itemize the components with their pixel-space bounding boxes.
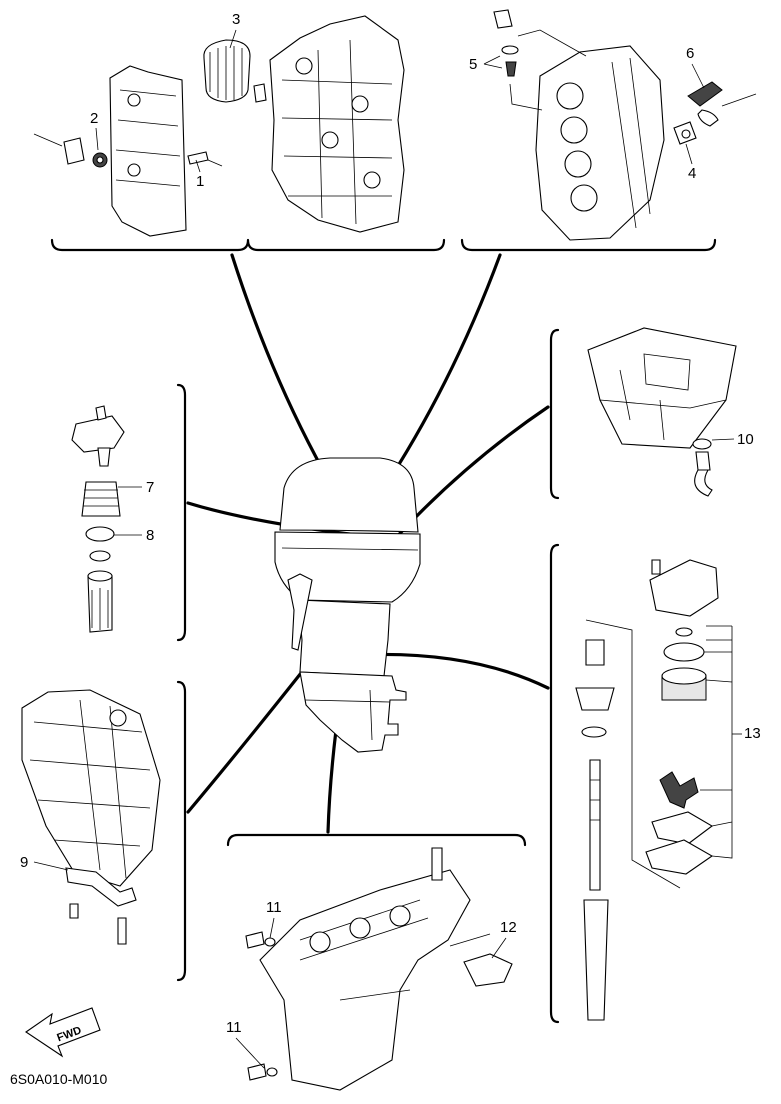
cylinder-head (535, 45, 665, 241)
top-cowling (279, 457, 419, 533)
callout-4: 4 (688, 165, 696, 182)
bracket-crankcase (50, 238, 446, 252)
callout-3: 3 (232, 11, 240, 28)
bracket-lower-case (226, 833, 527, 847)
bracket-oil-pan (549, 328, 560, 500)
anode-part (187, 151, 209, 165)
bracket-fuel-filter (176, 383, 187, 642)
cylinder-block (269, 15, 405, 233)
bracket-water-pump (549, 543, 560, 1024)
outer-plate-part (651, 811, 713, 845)
cylinder-head-group (493, 9, 757, 241)
callout-13: 13 (744, 725, 761, 742)
lower-casing (299, 671, 407, 753)
callout-1: 1 (196, 173, 204, 190)
water-pump-group (575, 559, 733, 1021)
spark-plug-part (687, 81, 723, 107)
trim-tab-anode-part (463, 953, 513, 987)
upper-casing (297, 599, 391, 677)
oil-pan-group (587, 327, 737, 497)
screw-part-lower (247, 1063, 267, 1081)
callout-7: 7 (146, 479, 154, 496)
oil-filter-part (203, 39, 251, 103)
fuel-filter-group (71, 405, 125, 633)
callout-12: 12 (500, 919, 517, 936)
swivel-bracket-group (21, 689, 161, 945)
callout-13-leaders (700, 625, 733, 859)
o-ring-part (85, 526, 115, 542)
pump-o-ring-part (675, 627, 693, 637)
drain-bolt-part (692, 438, 712, 450)
callout-11-lower: 11 (226, 1019, 242, 1036)
crankcase-group (33, 15, 405, 237)
bracket-swivel (176, 680, 187, 982)
oil-pan (587, 327, 737, 449)
gasket-part (645, 839, 714, 875)
callout-10: 10 (737, 431, 754, 448)
callout-11-upper: 11 (266, 899, 282, 916)
fwd-arrow-icon: FWD (25, 1007, 101, 1058)
callouts: 1 2 3 4 5 6 7 8 9 10 11 11 12 13 (20, 11, 761, 1069)
lower-case (259, 869, 471, 1091)
pump-housing-part (649, 559, 719, 617)
bracket-cylinder-head (460, 238, 717, 252)
fuel-filter-element (81, 481, 121, 517)
group-brackets (50, 238, 717, 1024)
clamp-part (65, 867, 137, 907)
callout-6: 6 (686, 45, 694, 62)
impeller-part (659, 771, 699, 809)
callout-5: 5 (469, 56, 477, 73)
diagram-code: 6S0A010-M010 (10, 1071, 108, 1087)
thermostat-part (63, 137, 85, 165)
swivel-bracket-shape (287, 573, 313, 651)
callout-9: 9 (20, 854, 28, 871)
outboard-motor (274, 457, 421, 753)
fitting-part (493, 9, 513, 29)
callout-2: 2 (90, 110, 98, 127)
screw-part-upper (245, 931, 265, 949)
callout-8: 8 (146, 527, 154, 544)
lower-case-group (245, 847, 513, 1091)
